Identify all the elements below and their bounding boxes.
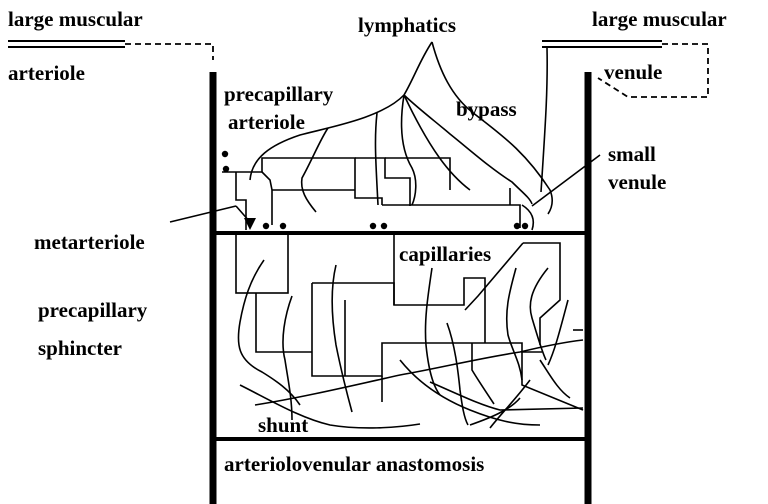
label-precapillary-sphincter-2: sphincter bbox=[38, 336, 122, 360]
arteriole-symbol bbox=[8, 41, 213, 60]
label-anastomosis: arteriolovenular anastomosis bbox=[224, 452, 484, 476]
label-arteriole: arteriole bbox=[8, 61, 85, 85]
label-shunt: shunt bbox=[258, 413, 308, 437]
label-lymphatics: lymphatics bbox=[358, 13, 456, 37]
label-small-venule-2: venule bbox=[608, 170, 666, 194]
label-large-muscular-venule: large muscular bbox=[592, 7, 727, 31]
label-precapillary-arteriole-2: arteriole bbox=[228, 110, 305, 134]
upper-vessel-network bbox=[222, 48, 600, 230]
label-capillaries: capillaries bbox=[399, 242, 491, 266]
label-small-venule-1: small bbox=[608, 142, 656, 166]
label-precapillary-arteriole-1: precapillary bbox=[224, 82, 333, 106]
sphincter-dots bbox=[222, 151, 528, 229]
label-venule: venule bbox=[604, 60, 662, 84]
label-precapillary-sphincter-1: precapillary bbox=[38, 298, 147, 322]
label-bypass: bypass bbox=[456, 97, 517, 121]
label-large-muscular-arteriole: large muscular bbox=[8, 7, 143, 31]
label-metarteriole: metarteriole bbox=[34, 230, 145, 254]
